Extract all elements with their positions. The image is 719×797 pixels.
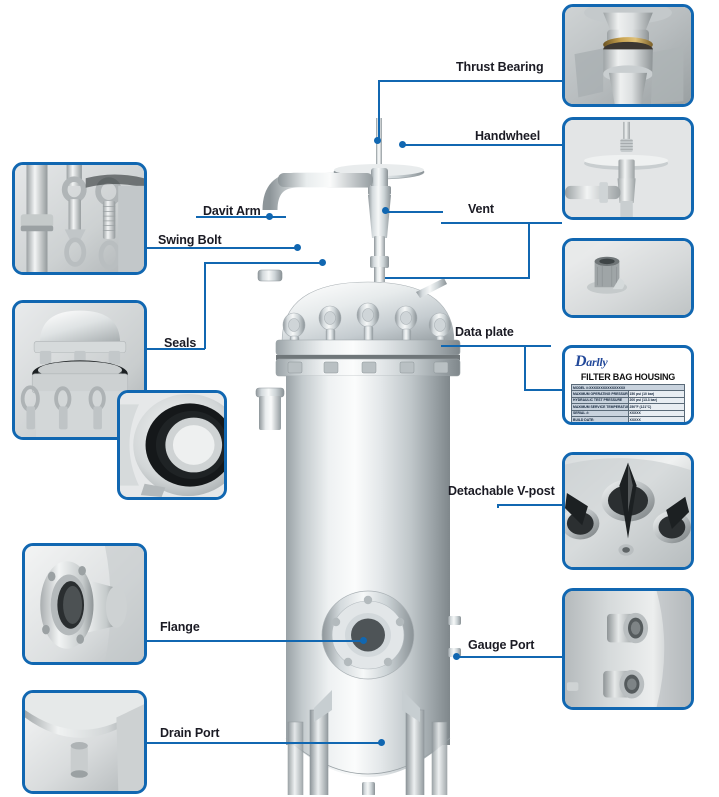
data-plate-rows: MODEL #:XXXXXXXXXXXXXXXX MAXIMUM OPERATI… xyxy=(571,383,685,422)
thrust-bearing-photo[interactable] xyxy=(562,4,694,107)
gauge-port-photo[interactable] xyxy=(562,588,694,710)
leader-vpost-v xyxy=(497,504,499,508)
anchor-thrust-bearing xyxy=(374,137,381,144)
data-plate-callout[interactable]: Darlly FILTER BAG HOUSING MODEL #:XXXXXX… xyxy=(562,345,694,425)
table-row: BUILD DATE:XXXXX xyxy=(571,416,685,422)
label-flange: Flange xyxy=(160,620,200,634)
anchor-handwheel xyxy=(399,141,406,148)
data-plate-table: MODEL #:XXXXXXXXXXXXXXXX MAXIMUM OPERATI… xyxy=(571,383,685,422)
label-davit-arm: Davit Arm xyxy=(203,204,261,218)
vent-photo[interactable] xyxy=(562,238,694,318)
leader-drain-port xyxy=(147,742,381,744)
leader-vent-stub xyxy=(385,211,443,213)
leader-vpost-top xyxy=(497,504,562,506)
label-handwheel: Handwheel xyxy=(475,129,541,143)
v-post-photo[interactable] xyxy=(562,452,694,570)
anchor-swing-bolt xyxy=(294,244,301,251)
leader-flange xyxy=(147,640,363,642)
seal-ring-photo[interactable] xyxy=(117,390,227,500)
label-gauge-port: Gauge Port xyxy=(468,638,535,652)
anchor-vent xyxy=(382,207,389,214)
leader-vent-bottom xyxy=(385,277,530,279)
leader-swing-bolt xyxy=(145,247,297,249)
anchor-seals xyxy=(319,259,326,266)
leader-seals xyxy=(147,348,205,350)
label-swing-bolt: Swing Bolt xyxy=(158,233,222,247)
leader-davit-arm xyxy=(196,216,286,218)
anchor-flange xyxy=(360,637,367,644)
label-data-plate: Data plate xyxy=(455,325,514,339)
leader-vent-top xyxy=(441,222,562,224)
leader-data-plate xyxy=(441,345,551,347)
leader-thrust-bearing-v xyxy=(378,80,380,140)
flange-photo[interactable] xyxy=(22,543,147,665)
leader-data-plate-v xyxy=(524,345,526,390)
handwheel-photo[interactable] xyxy=(562,117,694,220)
table-row: MODEL #:XXXXXXXXXXXXXXXX xyxy=(571,383,685,392)
anchor-drain-port xyxy=(378,739,385,746)
anchor-davit-arm xyxy=(266,213,273,220)
brand-logo: Darlly xyxy=(575,353,608,370)
leader-vent-v xyxy=(528,222,530,278)
leader-seals-2 xyxy=(204,262,322,264)
drain-port-photo[interactable] xyxy=(22,690,147,794)
anchor-gauge-port xyxy=(453,653,460,660)
leader-seals-v xyxy=(204,262,206,349)
label-detachable-v-post: Detachable V-post xyxy=(448,484,555,498)
leader-data-plate-2 xyxy=(524,389,564,391)
leader-thrust-bearing xyxy=(378,80,562,82)
label-thrust-bearing: Thrust Bearing xyxy=(456,60,544,74)
table-row: SERIAL #:XXXXX xyxy=(571,409,685,418)
label-vent: Vent xyxy=(468,202,494,216)
leader-handwheel xyxy=(402,144,562,146)
swing-bolt-photo[interactable] xyxy=(12,162,147,275)
filter-housing-illustration xyxy=(255,118,461,795)
data-plate-title: FILTER BAG HOUSING xyxy=(580,372,676,382)
leader-gauge-port xyxy=(456,656,562,658)
label-seals: Seals xyxy=(164,336,197,350)
label-drain-port: Drain Port xyxy=(160,726,220,740)
